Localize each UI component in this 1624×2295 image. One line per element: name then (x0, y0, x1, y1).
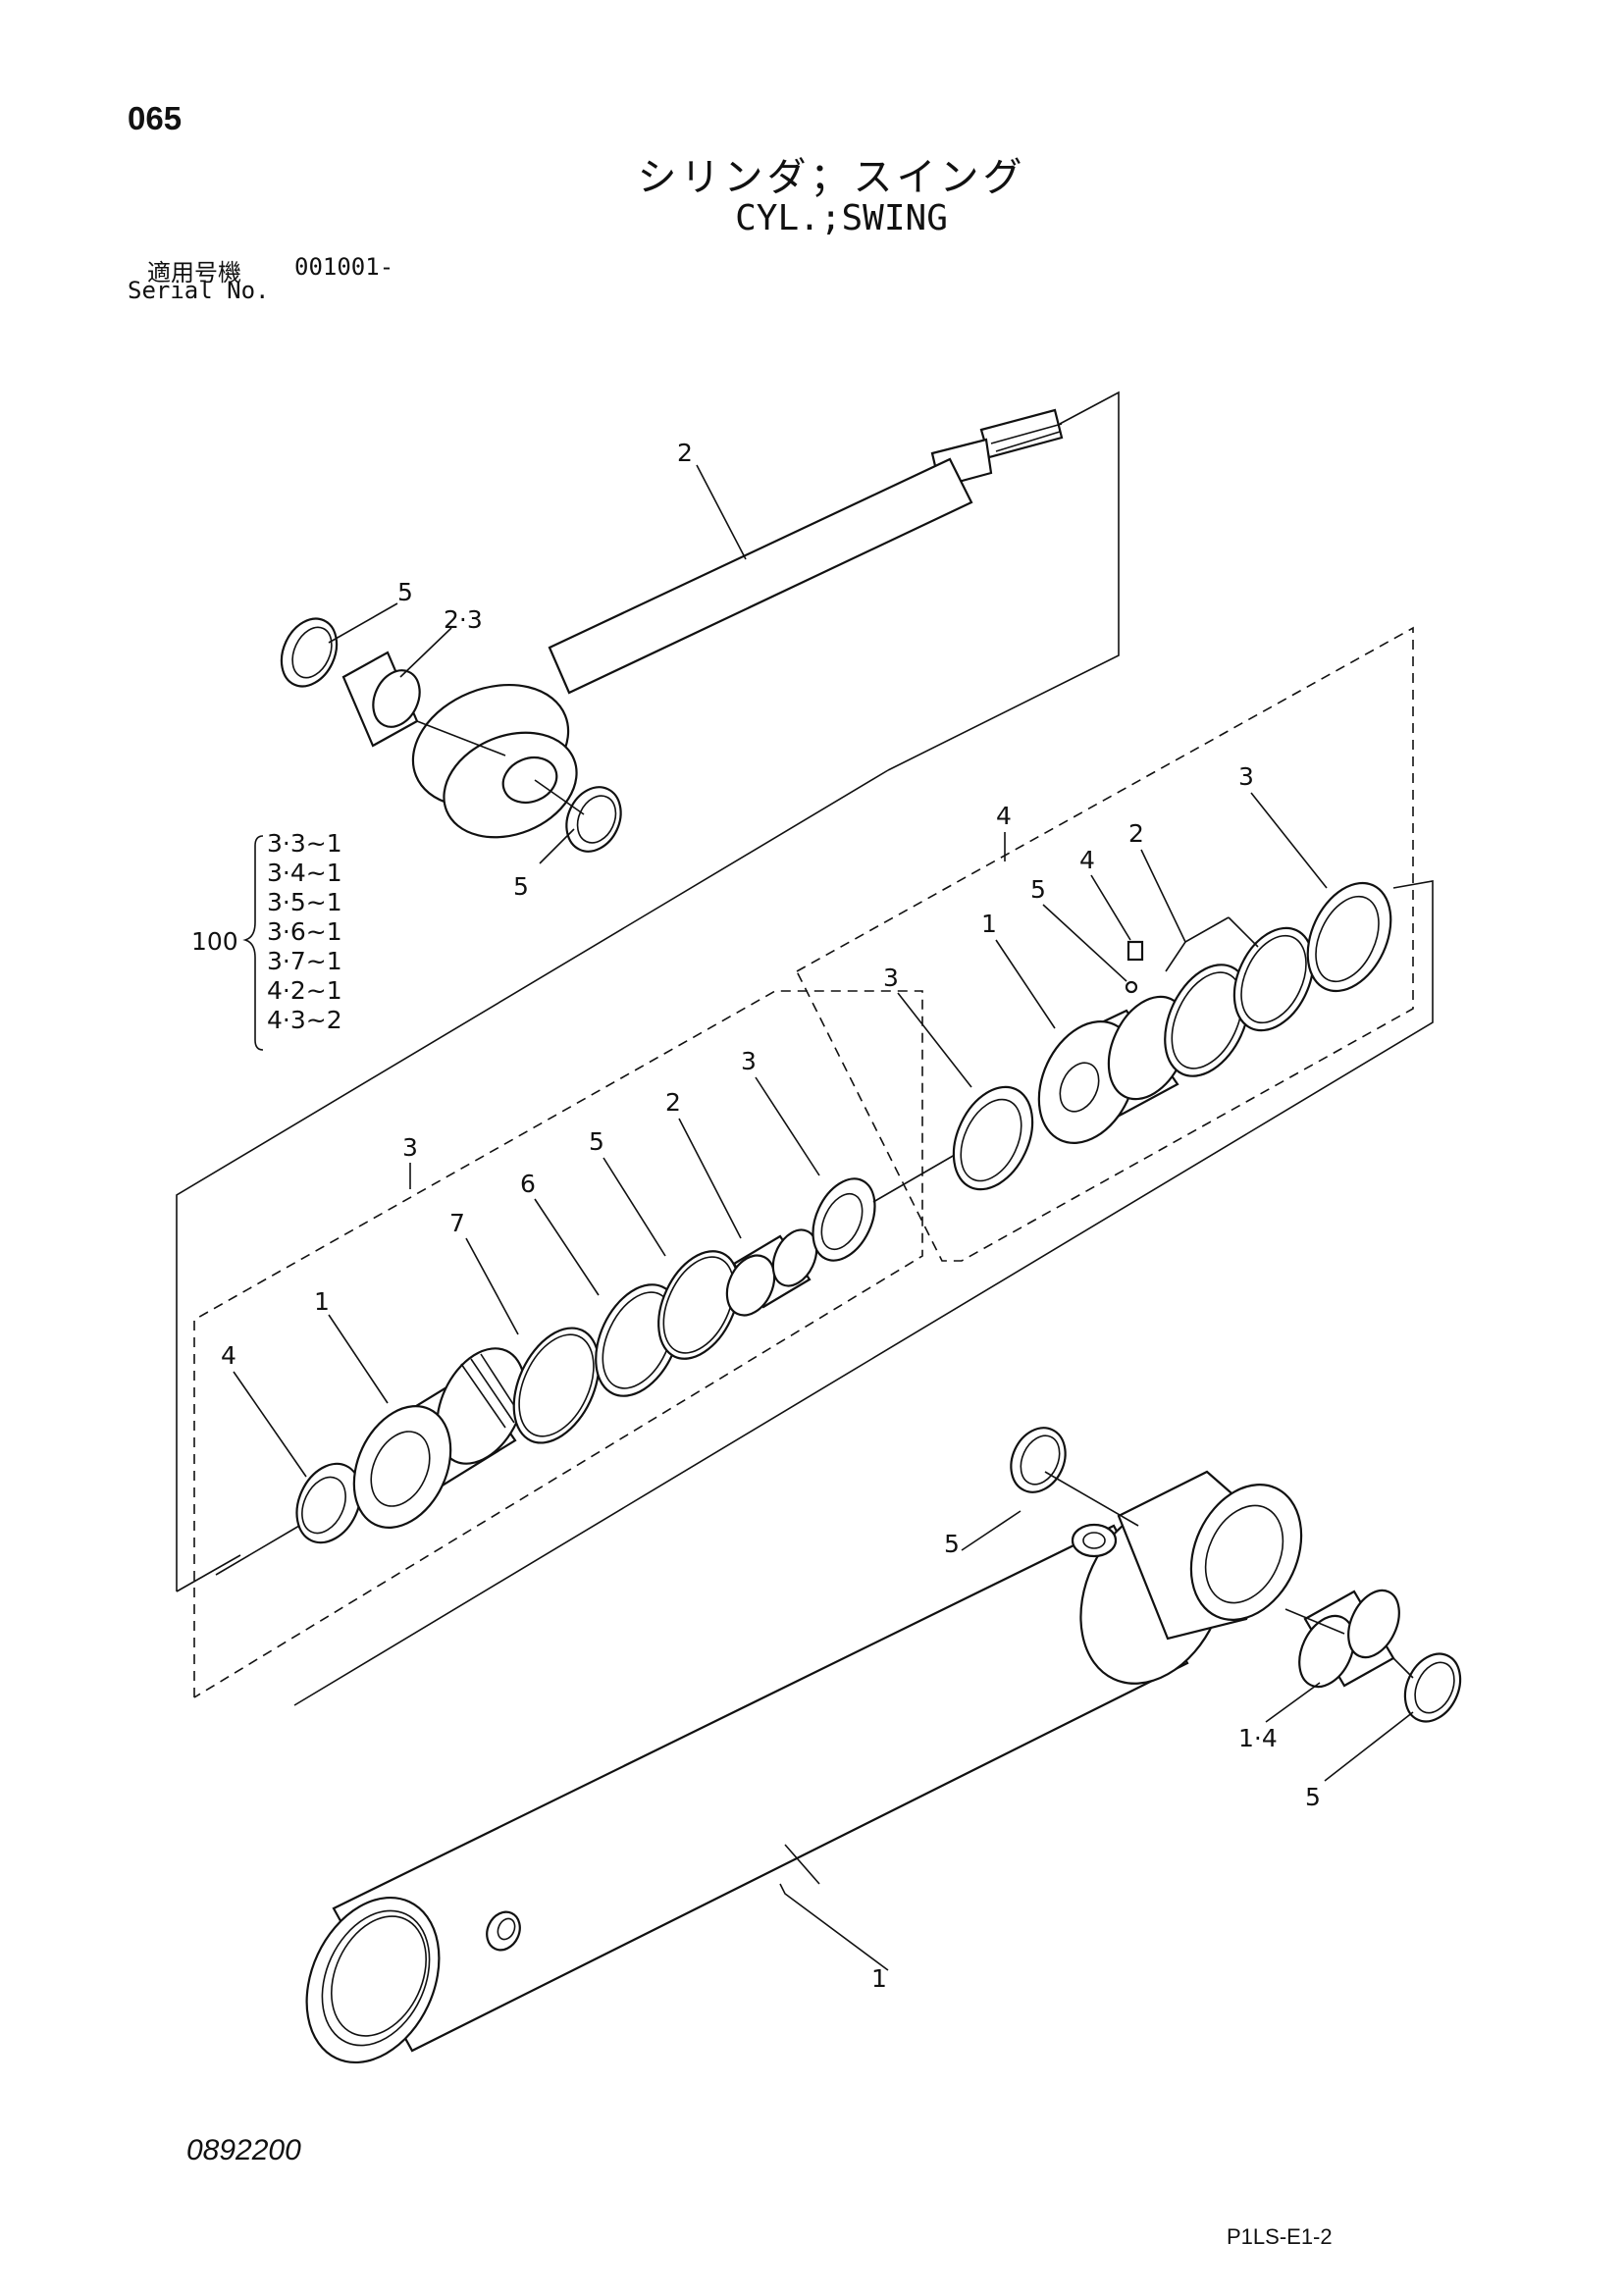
head-seal-3 (812, 1177, 876, 1262)
piston-ring-2b (1232, 926, 1315, 1032)
callout-tube-bushing: 1·4 (1238, 1724, 1278, 1752)
steel-ball-5 (1125, 980, 1138, 994)
callout-tube-seal-top: 5 (944, 1530, 960, 1558)
tube-seal-bottom (1403, 1652, 1462, 1723)
piston-seal-3a (952, 1085, 1034, 1191)
callout-head-group: 3 (402, 1133, 418, 1162)
callout-piston-item2: 2 (1128, 819, 1144, 848)
callout-piston-item5: 5 (1030, 875, 1046, 904)
kit-list-item: 3·4~1 (267, 859, 342, 887)
head-ring-5 (657, 1250, 740, 1360)
serial-label-japanese: 適用号機 (147, 259, 241, 287)
page-code: P1LS-E1-2 (1227, 2224, 1333, 2249)
kit-list-item: 4·3~2 (267, 1006, 342, 1034)
callout-kit-number: 100 (191, 927, 238, 956)
callout-head-item3: 3 (741, 1047, 757, 1075)
callout-rod: 2 (677, 439, 693, 467)
kit-list-item: 3·3~1 (267, 829, 342, 858)
callout-head-item5: 5 (589, 1127, 604, 1156)
callout-head-item6: 6 (520, 1170, 536, 1198)
kit-list-item: 3·6~1 (267, 917, 342, 946)
cylinder-tube (305, 1470, 1303, 2064)
callout-piston-group: 4 (996, 802, 1012, 830)
callout-labels: 2 5 2·3 5 100 3·3~1 3·4~1 3·5~1 3·6~1 3·… (191, 439, 1414, 1993)
tube-seal-top (1010, 1427, 1067, 1493)
callout-head-item4: 4 (221, 1341, 236, 1370)
drawing-number: 0892200 (186, 2134, 301, 2166)
head-seal-4 (295, 1462, 362, 1544)
callout-piston-item4: 4 (1079, 846, 1095, 874)
callout-piston-item1: 1 (981, 910, 997, 938)
tube-bushing (1298, 1589, 1400, 1689)
callout-piston-item3a: 3 (883, 964, 899, 992)
callout-head-item2: 2 (665, 1088, 681, 1117)
page-title-english: CYL.;SWING (735, 198, 948, 238)
callout-piston-item3b: 3 (1238, 762, 1254, 791)
kit-list-item: 4·2~1 (267, 976, 342, 1005)
rod-bushing (341, 651, 421, 748)
head-ring-7 (512, 1327, 601, 1444)
page-title-japanese: シリンダ；スイング (637, 155, 1026, 200)
piston-ring-2a (1164, 964, 1250, 1077)
callout-rod-bushing: 2·3 (444, 605, 483, 634)
page-number: 065 (128, 100, 183, 136)
callout-rod-seal-top: 5 (397, 578, 413, 606)
piston-seal-3b (1306, 881, 1392, 993)
callout-tube-seal-bottom: 5 (1305, 1783, 1321, 1811)
serial-value: 001001- (294, 253, 394, 281)
rod-seal-top (280, 617, 339, 688)
head-bushing-2 (725, 1228, 818, 1317)
kit-list-item: 3·5~1 (267, 888, 342, 916)
serial-label-english: Serial No. (128, 277, 270, 304)
callout-rod-seal-bottom: 5 (513, 872, 529, 901)
cylinder-head-1 (352, 1347, 526, 1530)
callout-head-item7: 7 (449, 1209, 465, 1237)
callout-head-item1: 1 (314, 1287, 330, 1316)
set-screw-4 (1126, 940, 1144, 962)
kit-list-item: 3·7~1 (267, 947, 342, 975)
callout-tube: 1 (871, 1964, 887, 1993)
piston-rod (411, 408, 1064, 839)
